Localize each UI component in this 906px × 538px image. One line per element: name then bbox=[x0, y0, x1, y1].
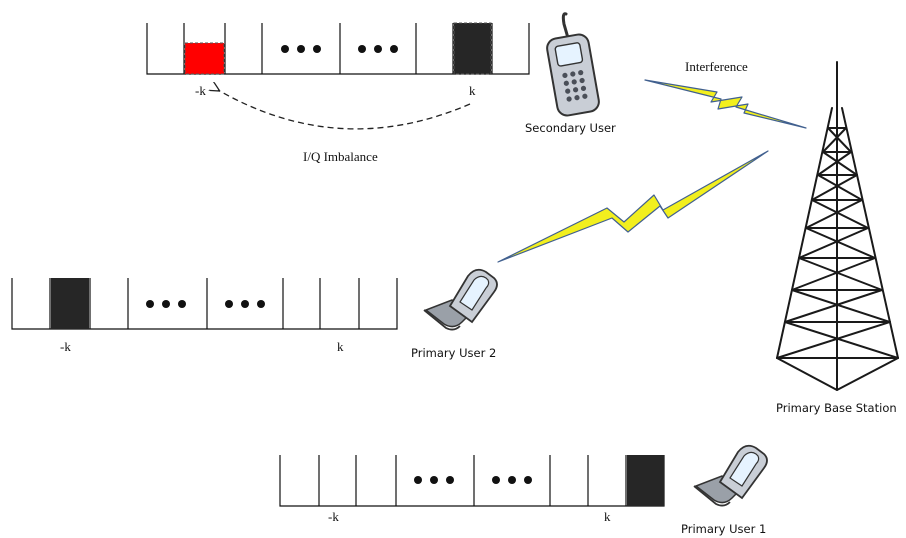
primary-base-station-label: Primary Base Station bbox=[776, 401, 897, 415]
ellipsis-dots bbox=[414, 476, 532, 484]
flip-phone-icon bbox=[693, 444, 768, 507]
marker-minus-k: -k bbox=[328, 509, 339, 524]
primary-user-1-label: Primary User 1 bbox=[681, 522, 766, 536]
ellipsis-dots bbox=[146, 300, 265, 308]
active-subcarrier bbox=[453, 22, 492, 75]
lightning-bolt-icon bbox=[644, 79, 807, 129]
interference-label: Interference bbox=[685, 59, 748, 74]
primary1-subcarrier-row: -k k bbox=[279, 455, 665, 524]
secondary-user-label: Secondary User bbox=[525, 121, 616, 135]
marker-k: k bbox=[604, 509, 611, 524]
active-subcarrier bbox=[51, 278, 89, 329]
primary-user-2-label: Primary User 2 bbox=[411, 346, 496, 360]
lightning-bolt-icon bbox=[497, 150, 769, 263]
marker-minus-k: -k bbox=[60, 339, 71, 354]
primary2-subcarrier-row: -k k bbox=[11, 278, 398, 354]
marker-k: k bbox=[469, 83, 476, 98]
mirror-subcarrier-red bbox=[184, 42, 225, 75]
dashed-arc-arrow-icon bbox=[218, 90, 471, 130]
iq-imbalance-label: I/Q Imbalance bbox=[303, 149, 378, 164]
ellipsis-dots bbox=[281, 45, 398, 53]
marker-k: k bbox=[337, 339, 344, 354]
flip-phone-icon bbox=[423, 268, 498, 331]
cell-phone-icon bbox=[546, 12, 600, 117]
active-subcarrier bbox=[627, 455, 664, 506]
secondary-subcarrier-row: -k k bbox=[146, 22, 530, 98]
marker-minus-k: -k bbox=[195, 83, 206, 98]
transmission-tower-icon bbox=[776, 61, 899, 391]
